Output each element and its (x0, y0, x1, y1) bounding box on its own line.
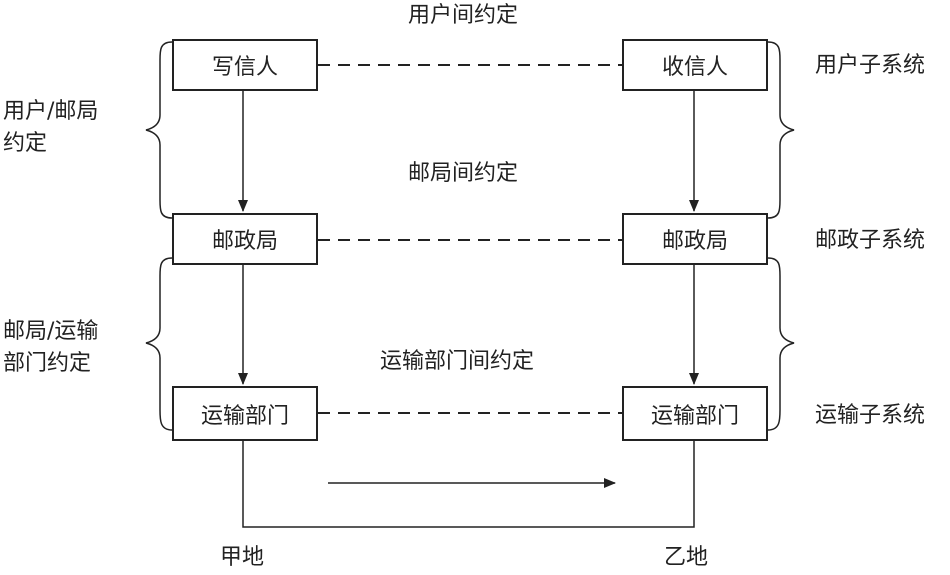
right-post-office-box: 邮政局 (622, 213, 768, 265)
sender-box: 写信人 (172, 39, 318, 91)
user-subsystem-label: 用户子系统 (815, 53, 926, 78)
left-brace-lower (145, 257, 173, 431)
origin-place-label: 甲地 (220, 545, 265, 570)
post-transport-agreement-line2: 部门约定 (3, 351, 92, 376)
transport-route (242, 441, 695, 528)
left-brace-upper (145, 41, 173, 219)
right-brace-lower (767, 257, 795, 431)
right-transport-box: 运输部门 (622, 386, 768, 441)
user-post-agreement-line1: 用户/邮局 (3, 99, 99, 124)
right-brace-upper (767, 41, 795, 219)
transport-subsystem-label: 运输子系统 (815, 403, 926, 428)
receiver-box: 收信人 (622, 39, 768, 91)
destination-place-label: 乙地 (664, 545, 709, 570)
user-post-agreement-line2: 约定 (3, 131, 48, 156)
post-protocol-label: 邮局间约定 (408, 161, 519, 186)
post-subsystem-label: 邮政子系统 (815, 228, 926, 253)
user-protocol-label: 用户间约定 (408, 3, 519, 28)
left-post-office-box: 邮政局 (172, 213, 318, 265)
post-transport-agreement-line1: 邮局/运输 (3, 319, 99, 344)
left-transport-box: 运输部门 (172, 386, 318, 441)
transport-protocol-label: 运输部门间约定 (380, 349, 535, 374)
